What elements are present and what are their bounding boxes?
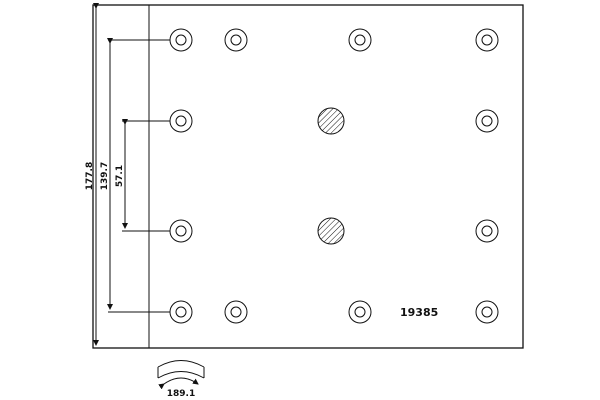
label-arc-width: 189.1 (167, 389, 195, 399)
part-number-label: 19385 (400, 306, 438, 319)
rivet-hole (475, 300, 499, 324)
label-overall-height: 177.8 (85, 162, 95, 190)
label-outer-hole-spacing: 139.7 (100, 162, 110, 190)
rivet-hole (169, 219, 193, 243)
rivet-hole (348, 300, 372, 324)
dimension-inner-hole-spacing (122, 119, 170, 232)
rivet-hole (169, 28, 193, 52)
dimension-outer-hole-spacing (107, 38, 170, 313)
rivet-hole (224, 28, 248, 52)
dimension-overall-height (92, 3, 99, 348)
hatched-stud (317, 107, 345, 135)
rivet-hole (169, 300, 193, 324)
rivet-hole (475, 28, 499, 52)
arc-width-symbol (157, 360, 205, 390)
hatched-stud (317, 217, 345, 245)
rivet-holes (169, 28, 499, 324)
rivet-hole (475, 219, 499, 243)
rivet-hole (348, 28, 372, 52)
rivet-hole (224, 300, 248, 324)
rivet-hole (169, 109, 193, 133)
label-inner-hole-spacing: 57.1 (115, 165, 125, 187)
lining-outline (92, 4, 524, 349)
rivet-hole (475, 109, 499, 133)
